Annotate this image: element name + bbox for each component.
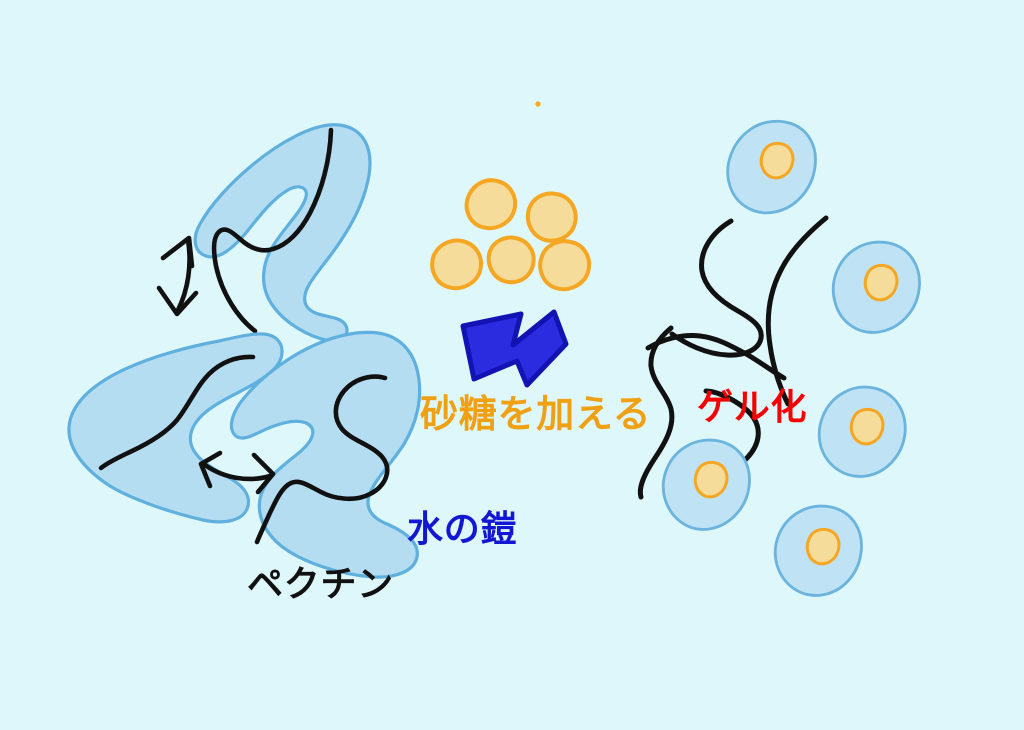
label-add-sugar: 砂糖を加える — [420, 392, 652, 436]
hydrated-sugar-cell — [817, 385, 907, 478]
sugar-core — [805, 527, 841, 566]
pectin-blob-upper — [193, 123, 372, 343]
sugar-core — [849, 407, 885, 446]
pectin-blob-group — [67, 123, 422, 579]
sugar-molecule — [525, 191, 578, 243]
gel-chain — [669, 218, 764, 358]
repulsion-arrow-vertical — [156, 235, 199, 317]
sugar-molecule — [430, 238, 483, 291]
sugar-speck-icon — [535, 101, 541, 107]
water-shell-shape — [67, 332, 284, 524]
sugar-core — [759, 141, 795, 180]
hydrated-sugar-cell — [773, 504, 863, 597]
gel-chain — [703, 388, 761, 475]
label-water-armor: 水の鎧 — [407, 509, 518, 550]
label-gelation: ゲル化 — [697, 387, 808, 428]
water-shell-shape — [193, 123, 372, 343]
pectin-blob-center — [229, 330, 422, 579]
repulsion-arrow-horizontal — [198, 450, 276, 495]
hydrated-sugar-cell — [831, 240, 921, 334]
gel-chain — [645, 333, 787, 381]
pectin-chain-curve — [254, 374, 390, 545]
process-arrow-icon — [460, 309, 569, 388]
gel-network-group — [637, 215, 829, 500]
sugar-molecule — [464, 178, 517, 231]
pectin-chain-curve — [98, 354, 256, 471]
sugar-molecule-group — [430, 101, 591, 292]
sugar-molecule — [538, 239, 591, 292]
sugar-core — [693, 460, 729, 499]
sugar-core — [863, 263, 899, 302]
gel-chain — [637, 325, 675, 500]
pectin-chain-curve — [211, 127, 334, 334]
label-pectin: ペクチン — [247, 564, 394, 605]
hydrated-sugar-cell — [726, 119, 817, 215]
sugar-molecule — [486, 235, 536, 285]
hydrated-sugar-cell — [661, 438, 751, 531]
pectin-blob-left — [67, 332, 284, 524]
hydrated-sugar-group — [661, 119, 921, 597]
